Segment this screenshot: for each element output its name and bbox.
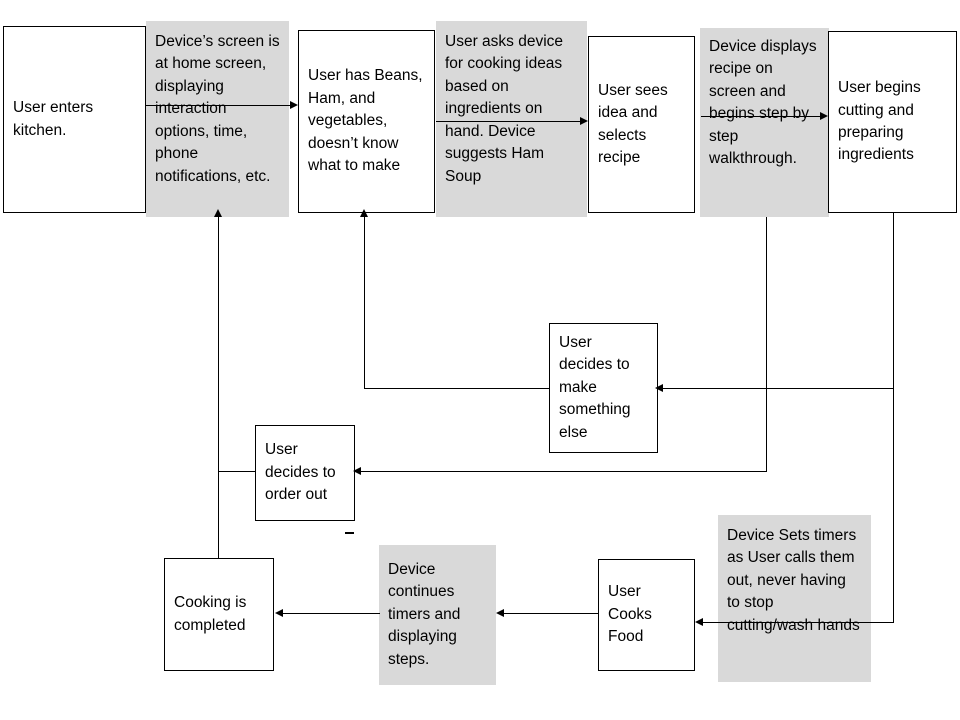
node-label: User decides to order out: [265, 441, 336, 504]
node-device-continues-timers[interactable]: Device continues timers and displaying s…: [379, 545, 496, 685]
edge-continues-to-completed: [279, 613, 380, 614]
edge-displays-to-cutting: [701, 116, 821, 117]
node-label: User decides to make something else: [559, 333, 631, 441]
node-user-cooks-food[interactable]: User Cooks Food: [598, 559, 695, 671]
node-user-selects-recipe[interactable]: User sees idea and selects recipe: [588, 36, 695, 213]
edge-order-out-trunk-down: [218, 471, 219, 559]
stray-mark: [345, 532, 354, 534]
node-label: User Cooks Food: [608, 583, 652, 646]
edge-sets-timers-to-cooks-arrowhead: [695, 618, 703, 626]
node-user-enters-kitchen[interactable]: User enters kitchen.: [3, 26, 146, 213]
edge-order-out-to-home-screen-left: [218, 471, 256, 472]
node-label: Device displays recipe on screen and beg…: [709, 38, 817, 168]
node-user-begins-cutting[interactable]: User begins cutting and preparing ingred…: [828, 31, 957, 213]
node-label: User begins cutting and preparing ingred…: [838, 79, 921, 164]
node-user-orders-out[interactable]: User decides to order out: [255, 425, 355, 521]
node-device-displays-recipe[interactable]: Device displays recipe on screen and beg…: [700, 28, 829, 217]
edge-kitchen-to-ingredients: [145, 105, 291, 106]
edge-continues-to-completed-arrowhead: [275, 609, 283, 617]
edge-kitchen-to-ingredients-arrowhead: [290, 101, 298, 109]
node-device-sets-timers[interactable]: Device Sets timers as User calls them ou…: [718, 515, 871, 682]
node-label: Device continues timers and displaying s…: [388, 560, 461, 668]
edge-cutting-to-sets-timers-left: [699, 622, 894, 623]
node-label: User asks device for cooking ideas based…: [445, 33, 564, 185]
node-label: Device’s screen is at home screen, displ…: [155, 33, 280, 185]
edge-displays-to-cutting-arrowhead: [820, 112, 828, 120]
edge-order-out-to-home-screen-up: [218, 213, 219, 472]
edge-displays-to-order-out-arrowhead: [353, 467, 361, 475]
edge-cutting-to-sets-timers-down: [893, 388, 894, 623]
edge-displays-to-order-out-down: [766, 217, 767, 472]
node-device-home-screen[interactable]: Device’s screen is at home screen, displ…: [146, 21, 289, 217]
node-user-has-ingredients[interactable]: User has Beans, Ham, and vegetables, doe…: [298, 30, 435, 213]
edge-cutting-to-something-else-down: [893, 213, 894, 389]
edge-cutting-to-something-else-left: [659, 388, 894, 389]
node-label: Device Sets timers as User calls them ou…: [727, 527, 860, 634]
edge-cutting-to-something-else-arrowhead: [655, 384, 663, 392]
edge-asks-to-selects: [436, 121, 581, 122]
edge-order-out-to-home-screen-arrowhead: [214, 209, 222, 217]
node-label: User enters kitchen.: [13, 99, 94, 139]
node-user-makes-something-else[interactable]: User decides to make something else: [549, 323, 658, 453]
node-label: User has Beans, Ham, and vegetables, doe…: [308, 67, 423, 175]
edge-something-else-to-ingredients-up: [364, 213, 365, 389]
node-user-asks-device[interactable]: User asks device for cooking ideas based…: [436, 21, 587, 217]
edge-displays-to-order-out-left: [357, 471, 767, 472]
node-cooking-completed[interactable]: Cooking is completed: [164, 558, 274, 671]
edge-something-else-to-ingredients-arrowhead: [360, 209, 368, 217]
node-label: User sees idea and selects recipe: [598, 81, 668, 166]
edge-cooks-to-continues-arrowhead: [496, 609, 504, 617]
edge-cooks-to-continues: [500, 613, 598, 614]
node-label: Cooking is completed: [174, 594, 247, 634]
edge-asks-to-selects-arrowhead: [580, 117, 588, 125]
edge-something-else-to-ingredients-left: [364, 388, 550, 389]
